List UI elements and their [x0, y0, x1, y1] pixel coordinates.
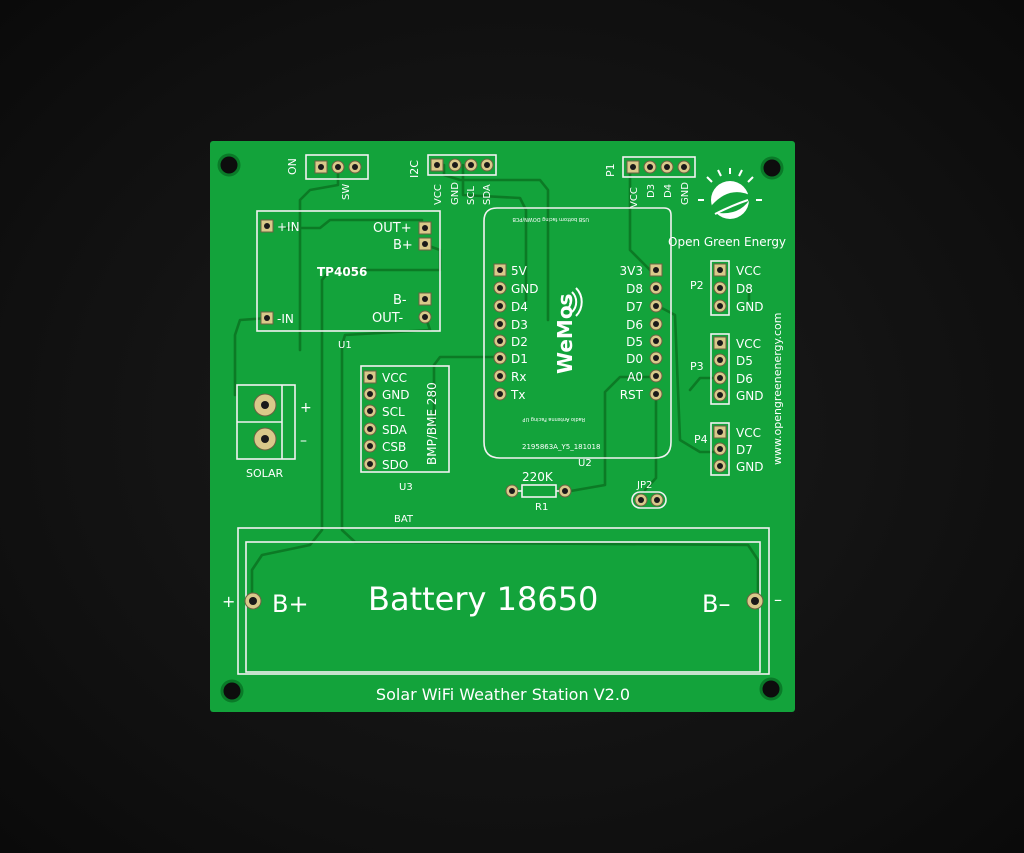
resistor-ref: R1 [535, 502, 548, 513]
charger-in-plus: +IN [277, 220, 300, 234]
sensor-ref: U3 [399, 482, 413, 493]
mounting-holes [217, 153, 784, 703]
p2-pin-label: VCC [736, 264, 761, 278]
p3-header: P3 VCC D5 D6 GND [690, 333, 764, 405]
p3-label: P3 [690, 360, 704, 373]
wemos-d1-mini: USB bottom facing DOWN/PCB Radio Antenna… [483, 207, 672, 469]
p4-header: P4 VCC D7 GND [694, 422, 764, 476]
charger-b-minus: B- [393, 293, 407, 308]
wemos-left-pin-label: Rx [511, 370, 526, 384]
wifi-icon [567, 287, 583, 317]
charger-ref: U1 [338, 340, 352, 351]
sensor-pin-label: GND [382, 388, 410, 402]
switch-sw-label: SW [341, 184, 352, 200]
p4-pin-label: VCC [736, 426, 761, 440]
resistor-r1: 220K R1 [505, 470, 572, 513]
wemos-left-pin-label: D3 [511, 318, 528, 332]
tp4056-module: +IN -IN OUT+ B+ B- OUT- TP4056 U1 [256, 210, 441, 351]
wemos-left-pin-label: D4 [511, 300, 528, 314]
p1-pin-label: VCC [629, 187, 640, 208]
p2-header: P2 VCC D8 GND [690, 260, 764, 316]
battery-plus-sign: + [222, 592, 235, 611]
p1-pin-label: D4 [663, 184, 674, 198]
p3-pin-label: D5 [736, 354, 753, 368]
solar-label: SOLAR [246, 467, 284, 480]
wemos-antenna-note: Radio Antenna Facing UP [523, 416, 585, 422]
wemos-right-pin-label: RST [620, 388, 644, 402]
p2-pin-label: GND [736, 300, 764, 314]
wemos-right-pin-label: D8 [626, 282, 643, 296]
i2c-pin-label: VCC [433, 184, 444, 205]
wemos-ref: U2 [578, 458, 592, 469]
charger-name: TP4056 [317, 265, 367, 279]
battery-b-plus: B+ [272, 590, 309, 618]
p2-pin-label: D8 [736, 282, 753, 296]
battery-b-minus: B– [702, 590, 730, 618]
battery-holder: BAT + B+ Battery 18650 B– – [222, 514, 782, 675]
website-label: www.opengreenenergy.com [771, 313, 784, 465]
charger-out-minus: OUT- [372, 311, 403, 326]
wemos-right-pin-label: 3V3 [620, 264, 643, 278]
solar-terminal: + – SOLAR [236, 384, 312, 480]
wemos-left-pin-label: D1 [511, 352, 528, 366]
battery-minus-sign: – [774, 590, 782, 609]
p4-pin-label: GND [736, 460, 764, 474]
pcb-board [210, 141, 795, 712]
p1-header: P1 VCC D3 D4 GND [604, 156, 696, 208]
sensor-pin-label: SCL [382, 405, 405, 419]
sensor-name: BMP/BME 280 [425, 382, 439, 465]
charger-in-minus: -IN [277, 312, 294, 326]
i2c-pin-label: GND [450, 182, 461, 205]
logo-text: Open Green Energy [668, 235, 786, 249]
wemos-right-pin-label: D7 [626, 300, 643, 314]
wemos-right-pin-label: D6 [626, 318, 643, 332]
p4-pin-label: D7 [736, 443, 753, 457]
sensor-pin-label: SDO [382, 458, 408, 472]
p1-label: P1 [604, 163, 617, 177]
charger-b-plus: B+ [393, 238, 413, 253]
wemos-left-pin-label: GND [511, 282, 539, 296]
p1-pin-label: D3 [646, 184, 657, 198]
battery-ref: BAT [394, 514, 414, 525]
solar-plus: + [300, 400, 312, 416]
wemos-left-pin-label: Tx [510, 388, 525, 402]
i2c-header: I2C VCC GND SCL SDA [408, 154, 497, 205]
wemos-right-pin-label: D5 [626, 335, 643, 349]
board-title: Solar WiFi Weather Station V2.0 [376, 685, 630, 704]
p3-pin-label: GND [736, 389, 764, 403]
wemos-left-pin-label: D2 [511, 335, 528, 349]
solar-minus: – [300, 433, 307, 449]
switch-on-label: ON [286, 158, 299, 175]
p3-pin-label: D6 [736, 372, 753, 386]
i2c-pin-label: SCL [466, 186, 477, 205]
bme280-sensor: VCC GND SCL SDA CSB SDO BMP/BME 280 U3 [360, 365, 450, 493]
i2c-pin-label: SDA [482, 184, 493, 205]
wemos-right-pin-label: A0 [627, 370, 643, 384]
p4-label: P4 [694, 433, 708, 446]
wemos-right-pins: 3V3 D8 D7 D6 D5 D0 A0 RST [620, 263, 663, 402]
i2c-label: I2C [408, 160, 421, 178]
p2-label: P2 [690, 279, 704, 292]
wemos-left-pin-label: 5V [511, 264, 528, 278]
wemos-serial: 2195863A_Y5_181018 [522, 443, 600, 451]
sensor-pin-label: CSB [382, 440, 406, 454]
jumper-jp2: JP2 [631, 480, 667, 509]
battery-label: Battery 18650 [368, 580, 598, 618]
wemos-left-pins: 5V GND D4 D3 D2 D1 Rx Tx [493, 263, 539, 402]
switch-header: ON SW [286, 154, 369, 200]
p3-pin-label: VCC [736, 337, 761, 351]
wemos-right-pin-label: D0 [626, 352, 643, 366]
sun-leaf-icon [698, 168, 762, 219]
sensor-pin-label: VCC [382, 371, 407, 385]
resistor-value: 220K [522, 470, 554, 484]
open-green-energy-logo: Open Green Energy [668, 168, 786, 249]
jumper-ref: JP2 [636, 480, 652, 491]
charger-out-plus: OUT+ [373, 221, 412, 236]
wemos-logo: WeMos [553, 294, 577, 374]
sensor-pin-label: SDA [382, 423, 408, 437]
wemos-usb-note: USB bottom facing DOWN/PCB [512, 216, 589, 222]
p1-pin-label: GND [680, 182, 691, 205]
